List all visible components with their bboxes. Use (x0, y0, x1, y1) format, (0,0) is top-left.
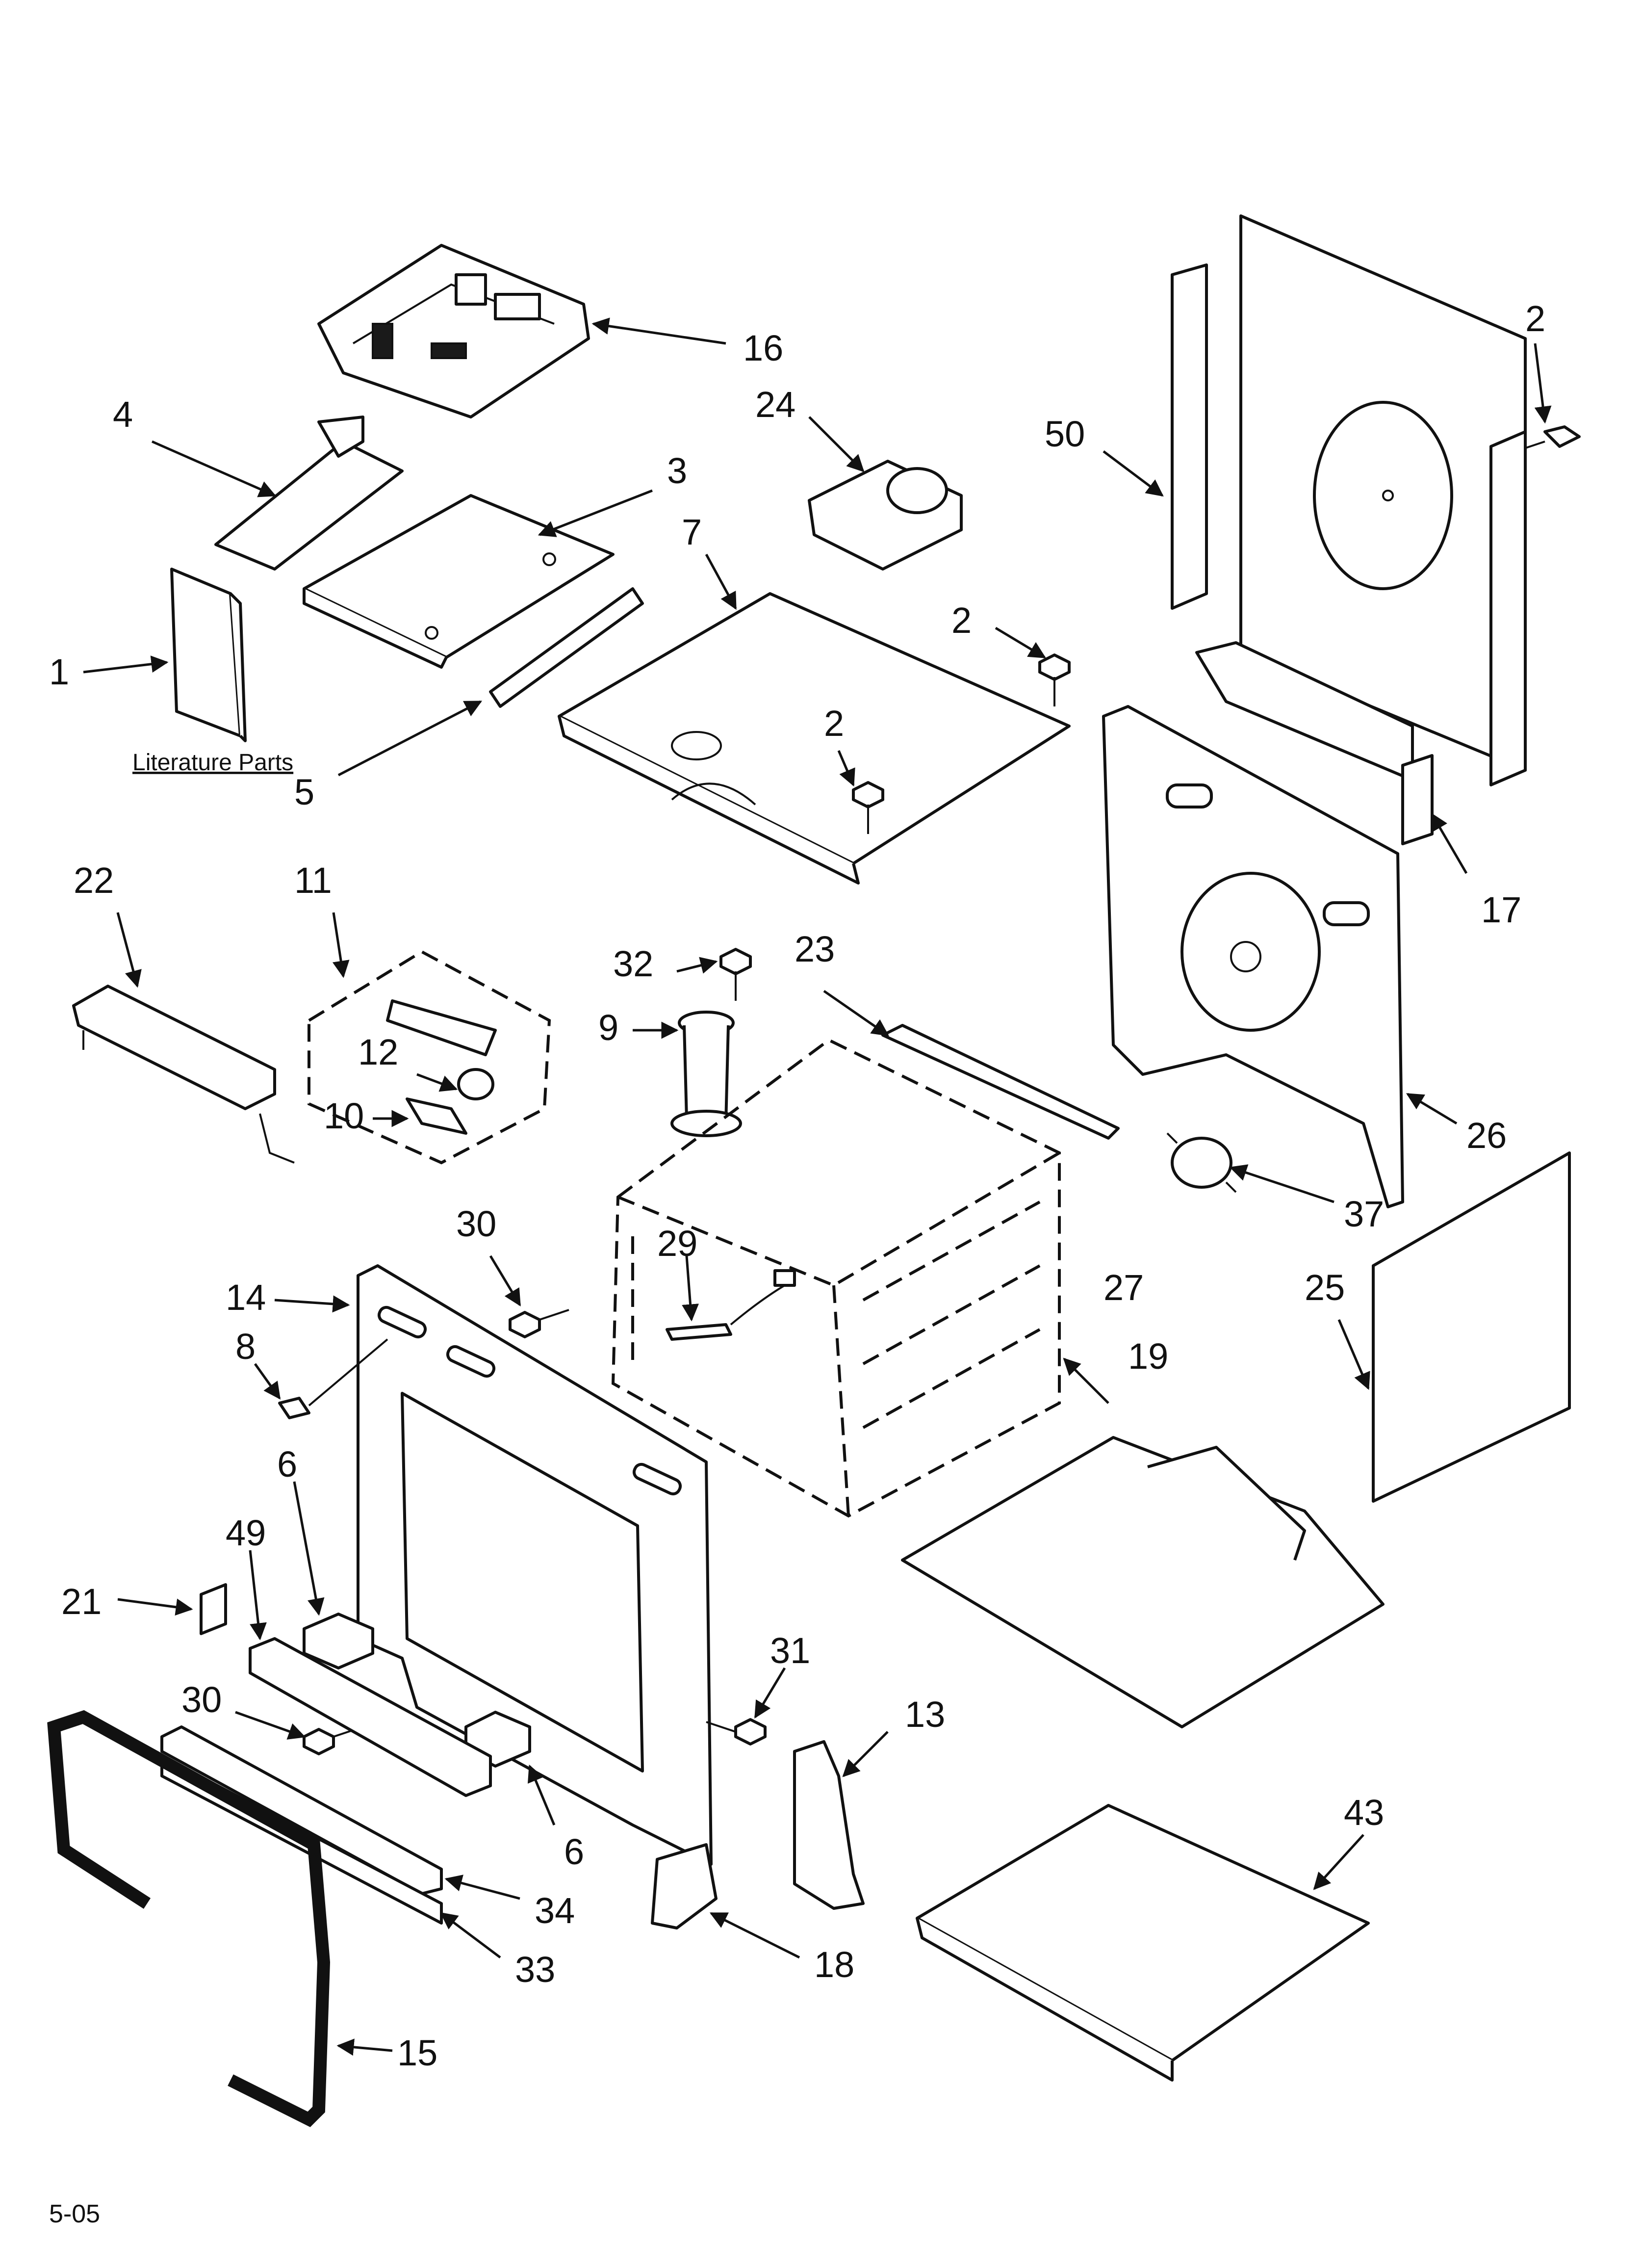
callout-18: 18 (814, 1944, 854, 1985)
callout-50: 50 (1045, 414, 1085, 454)
callout-19: 19 (1128, 1336, 1168, 1377)
part-37-element (1166, 1132, 1237, 1193)
callout-7: 7 (682, 512, 702, 552)
part-5-strip (489, 587, 644, 708)
part-11-lamp-kit (308, 950, 551, 1165)
callout-22: 22 (74, 860, 114, 901)
callout-17: 17 (1481, 889, 1521, 930)
part-16-control-board (317, 244, 590, 418)
part-24-thermostat (808, 460, 963, 571)
callout-30-upper: 30 (456, 1203, 496, 1244)
part-14-front-frame (357, 1264, 713, 1866)
callout-30-lower: 30 (181, 1679, 222, 1720)
callout-14: 14 (226, 1277, 266, 1318)
callout-6-lower: 6 (564, 1831, 584, 1872)
part-32-screw (719, 948, 752, 1001)
callout-37: 37 (1344, 1194, 1384, 1234)
callout-3: 3 (667, 450, 687, 491)
part-4-bracket (214, 416, 404, 571)
callout-2-right: 2 (1525, 298, 1545, 339)
callout-2-left: 2 (824, 703, 844, 744)
part-2-screw-top (1038, 653, 1071, 706)
callout-12: 12 (358, 1032, 398, 1072)
callout-21: 21 (61, 1581, 102, 1622)
part-23-rail (881, 1024, 1120, 1140)
leader-lines (83, 317, 1552, 2056)
part-25-side-panel (1372, 1151, 1571, 1503)
callout-2-top: 2 (951, 600, 972, 641)
part-22-bracket (72, 985, 295, 1164)
callout-5: 5 (294, 772, 314, 812)
callout-6-upper: 6 (277, 1444, 297, 1485)
part-31-screw (706, 1718, 767, 1746)
callout-23: 23 (795, 929, 835, 969)
part-8-pin (278, 1338, 388, 1419)
callout-49: 49 (226, 1512, 266, 1553)
callout-10: 10 (324, 1095, 364, 1136)
callout-27: 27 (1103, 1267, 1144, 1308)
part-30-screw-upper (509, 1309, 569, 1338)
part-29-sensor (666, 1269, 796, 1341)
callout-4: 4 (113, 394, 133, 435)
callout-labels: 16 4 3 7 1 5 24 2 2 2 50 17 26 37 25 27 … (49, 298, 1545, 2073)
callout-9: 9 (598, 1007, 618, 1048)
callout-16: 16 (743, 328, 783, 368)
part-27-oven-cavity (611, 1038, 1061, 1518)
callout-1: 1 (49, 652, 69, 692)
part-50-rear-panel (1171, 214, 1527, 786)
part-19-shield (901, 1436, 1385, 1728)
part-17-bracket (1195, 641, 1434, 845)
callout-26: 26 (1466, 1115, 1507, 1156)
callout-33: 33 (515, 1949, 555, 1990)
part-21-clip (200, 1583, 227, 1635)
part-7-top-panel (558, 592, 1071, 885)
callout-31: 31 (770, 1630, 810, 1671)
literature-parts-caption: Literature Parts (132, 750, 293, 776)
callout-11: 11 (294, 860, 332, 901)
callout-43: 43 (1344, 1792, 1384, 1833)
part-3-cover-plate (303, 494, 615, 669)
part-2-screw-left (852, 781, 884, 834)
part-49-strip (249, 1637, 492, 1797)
part-43-bottom-panel (916, 1804, 1370, 2082)
part-1-literature (170, 568, 247, 742)
callout-24: 24 (755, 384, 795, 425)
part-26-rear-liner (1102, 705, 1404, 1208)
callout-29: 29 (657, 1223, 697, 1264)
callout-32: 32 (613, 943, 653, 984)
callout-13: 13 (905, 1694, 945, 1735)
callout-34: 34 (535, 1890, 575, 1931)
part-34-trim (160, 1725, 443, 1895)
part-15-gasket (47, 1710, 331, 2127)
callout-15: 15 (397, 2033, 437, 2073)
footer-code: 5-05 (49, 2200, 100, 2228)
callout-25: 25 (1305, 1267, 1345, 1308)
part-9-vent-tube (670, 1011, 742, 1137)
part-13-hinge-bracket (793, 1740, 865, 1910)
part-18-bracket (651, 1843, 718, 1929)
callout-8: 8 (235, 1326, 256, 1367)
